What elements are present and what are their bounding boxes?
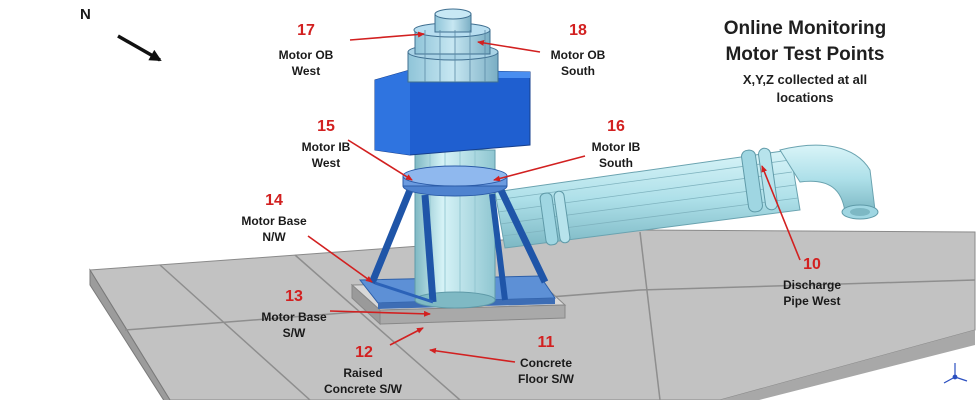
test-point-12-number: 12 <box>355 344 373 361</box>
north-arrow <box>117 34 162 62</box>
test-point-14-number: 14 <box>265 192 283 209</box>
test-point-17-number: 17 <box>297 22 315 39</box>
test-point-16-label-1: Motor IB <box>591 140 641 154</box>
compass-north-label: N <box>80 6 91 23</box>
test-point-15-number: 15 <box>317 118 335 135</box>
test-point-12-label-1: Raised <box>343 366 383 380</box>
support-legs <box>368 186 549 304</box>
title-line-1: Online Monitoring <box>723 18 887 39</box>
test-point-11-label-2: Floor S/W <box>518 372 574 386</box>
test-point-10-number: 10 <box>803 256 821 273</box>
test-point-13-number: 13 <box>285 288 303 305</box>
title-line-3: X,Y,Z collected at all <box>742 72 868 87</box>
test-point-13-label-2: S/W <box>282 326 306 340</box>
test-point-11-label-1: Concrete <box>519 356 572 370</box>
test-point-14-label-2: N/W <box>262 230 286 244</box>
test-point-18-label-2: South <box>561 64 595 78</box>
test-point-14-label-1: Motor Base <box>241 214 307 228</box>
test-point-15-label-2: West <box>311 156 341 170</box>
leader-arrows <box>307 31 801 363</box>
motor-housing <box>374 69 531 156</box>
axis-triad-icon <box>943 363 968 384</box>
motor-top <box>407 8 499 83</box>
title-line-2: Motor Test Points <box>725 44 885 65</box>
test-point-18-number: 18 <box>569 22 587 39</box>
test-point-12-label-2: Concrete S/W <box>323 382 402 396</box>
test-point-13-label-1: Motor Base <box>261 310 327 324</box>
motor-ib-flange <box>402 165 508 197</box>
test-point-17-label-2: West <box>291 64 321 78</box>
test-point-18-label-1: Motor OB <box>550 48 606 62</box>
discharge-pipe <box>494 144 879 249</box>
test-point-10-label-1: Discharge <box>782 278 842 292</box>
test-point-16-label-2: South <box>599 156 633 170</box>
test-point-17-label-1: Motor OB <box>278 48 334 62</box>
test-point-10-label-2: Pipe West <box>783 294 841 308</box>
test-point-16-number: 16 <box>607 118 625 135</box>
test-point-15-label-1: Motor IB <box>301 140 351 154</box>
title-line-4: locations <box>776 90 834 105</box>
test-point-11-number: 11 <box>537 334 555 351</box>
